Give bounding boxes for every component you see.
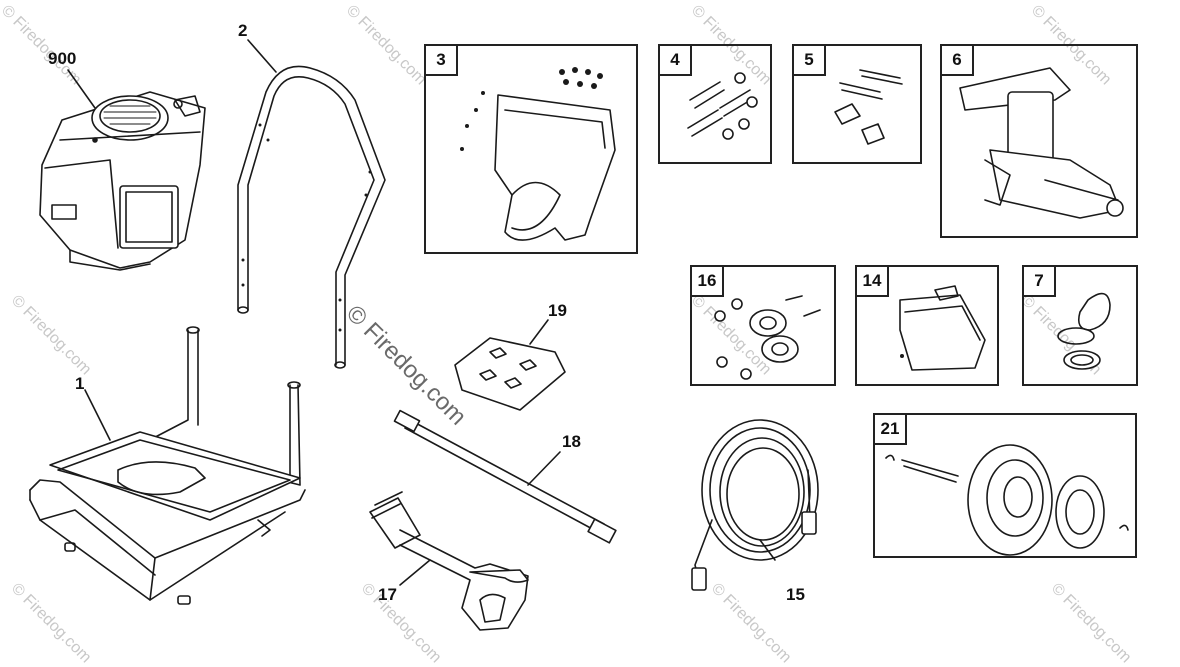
callout-900: 900 <box>48 49 77 68</box>
box5-parts-drawing <box>834 69 903 145</box>
callout-17: 17 <box>378 585 397 604</box>
box-label-6: 6 <box>942 46 974 76</box>
box-label-7: 7 <box>1024 267 1056 297</box>
box-label-21: 21 <box>875 415 907 445</box>
box6-pump-drawing <box>959 67 1124 219</box>
part-box-21: 21 <box>873 413 1137 558</box>
box-label-5: 5 <box>794 46 826 76</box>
box7-cap-drawing <box>1057 292 1111 370</box>
part-box-7: 7 <box>1022 265 1138 386</box>
part-box-16: 16 <box>690 265 836 386</box>
box-label-16: 16 <box>692 267 724 297</box>
callout-18: 18 <box>562 432 581 451</box>
part-box-14: 14 <box>855 265 999 386</box>
parts-diagram <box>29 39 1129 631</box>
frame-drawing <box>29 326 306 605</box>
callout-15: 15 <box>786 585 805 604</box>
box-label-3: 3 <box>426 46 458 76</box>
part-box-5: 5 <box>792 44 922 164</box>
box21-wheel-drawing <box>885 444 1129 556</box>
hose-drawing <box>691 419 819 591</box>
callout-2: 2 <box>238 21 248 40</box>
part-box-4: 4 <box>658 44 772 164</box>
part-box-3: 3 <box>424 44 638 254</box>
spray-gun-drawing <box>369 491 529 631</box>
bolt-pack-drawing <box>454 319 566 411</box>
box3-bracket-drawing <box>460 67 616 241</box>
part-box-6: 6 <box>940 44 1138 238</box>
callout-19: 19 <box>548 301 567 320</box>
box4-bolts-drawing <box>687 72 758 140</box>
box14-tank-drawing <box>899 285 986 371</box>
spray-wand-drawing <box>393 409 617 544</box>
box16-bearings-drawing <box>714 295 821 380</box>
handle-drawing <box>237 39 386 369</box>
box-label-4: 4 <box>660 46 692 76</box>
box-label-14: 14 <box>857 267 889 297</box>
engine-drawing <box>39 69 206 271</box>
callout-1: 1 <box>75 374 85 393</box>
